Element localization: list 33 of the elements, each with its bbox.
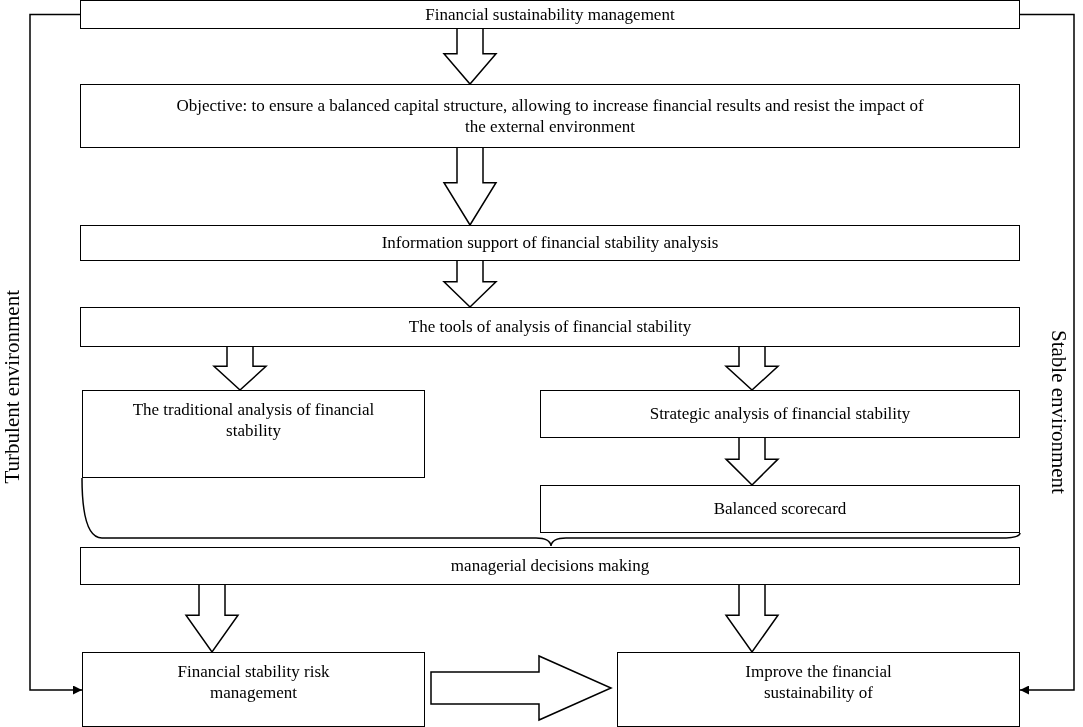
process-box bbox=[540, 485, 1020, 533]
side-label: Stable environment bbox=[1046, 330, 1071, 494]
box-text: Improve the financial sustainability of bbox=[744, 661, 893, 704]
connector-arrow bbox=[29, 13, 83, 695]
process-box bbox=[80, 307, 1020, 347]
process-box bbox=[80, 547, 1020, 585]
block-arrow bbox=[184, 584, 240, 654]
process-box bbox=[617, 652, 1020, 727]
process-box bbox=[80, 84, 1020, 148]
box-text: Balanced scorecard bbox=[713, 498, 847, 520]
process-box bbox=[82, 652, 425, 727]
box-text: managerial decisions making bbox=[450, 555, 650, 577]
block-arrow bbox=[442, 260, 498, 309]
box-text: The traditional analysis of financial stability bbox=[131, 399, 376, 442]
process-box bbox=[82, 390, 425, 478]
process-box bbox=[80, 0, 1020, 29]
process-box bbox=[80, 225, 1020, 261]
box-text: Information support of financial stability analysis bbox=[381, 232, 719, 254]
block-arrow bbox=[430, 654, 613, 722]
connector-arrow bbox=[1019, 13, 1075, 695]
box-text: Financial sustainability management bbox=[425, 3, 675, 26]
block-arrow bbox=[724, 346, 780, 391]
block-arrow bbox=[724, 437, 780, 487]
process-box bbox=[540, 390, 1020, 438]
side-label: Turbulent environment bbox=[0, 290, 25, 484]
block-arrow bbox=[442, 147, 498, 227]
box-text: Strategic analysis of financial stability bbox=[649, 403, 911, 425]
block-arrow bbox=[212, 346, 268, 391]
block-arrow bbox=[442, 28, 498, 86]
box-text: Financial stability risk management bbox=[176, 661, 331, 704]
box-text: Objective: to ensure a balanced capital structure, allowing to increase financial results and resist the impact of the external environment bbox=[175, 94, 925, 138]
box-text: The tools of analysis of financial stability bbox=[408, 316, 692, 338]
block-arrow bbox=[724, 584, 780, 654]
